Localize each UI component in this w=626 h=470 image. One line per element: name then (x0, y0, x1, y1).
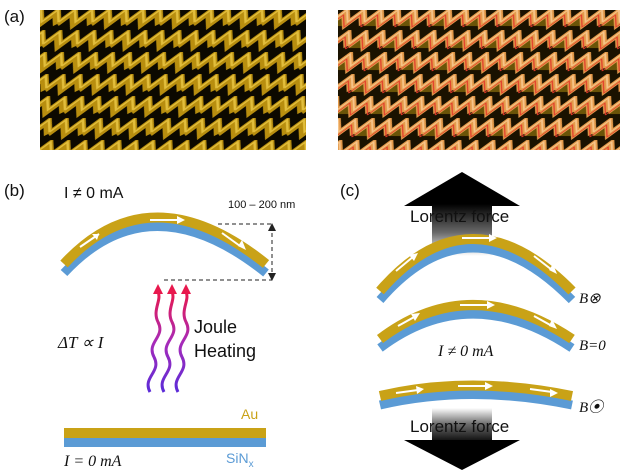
joule-label-line1: Joule (194, 317, 237, 337)
current-arrowheads-c2 (411, 301, 557, 329)
panel-a-label: (a) (4, 7, 25, 26)
delta-t-label: ΔT ∝ I (57, 333, 105, 352)
zigzag-image-heated (338, 10, 620, 150)
au-label: Au (241, 406, 258, 422)
current-arrowheads-c1 (409, 234, 557, 274)
b-into-label: B⊗ (579, 291, 601, 307)
height-range-label: 100 – 200 nm (228, 199, 295, 211)
current-nonzero-label-c: I ≠ 0 mA (437, 343, 494, 360)
sin-label: SiNx (226, 450, 254, 470)
panel-c-label: (c) (340, 181, 360, 200)
lorentz-bottom-label: Lorentz force (410, 417, 509, 436)
bilayer-b-zero (376, 300, 575, 352)
current-arrows-c1 (395, 237, 553, 272)
lorentz-arrow-down (404, 408, 520, 470)
current-arrows-b (79, 216, 246, 250)
height-dimension (164, 223, 276, 281)
current-arrowheads-c3 (416, 382, 558, 397)
current-nonzero-label-b: I ≠ 0 mA (64, 185, 124, 202)
b-out-label: B⦿ (579, 399, 605, 416)
current-arrows-c2 (397, 304, 553, 327)
zigzag-image-unheated (40, 10, 306, 150)
current-zero-label: I = 0 mA (63, 453, 122, 470)
heat-wave-arrowheads (153, 284, 191, 294)
bent-bilayer-b (60, 212, 270, 277)
joule-label-line2: Heating (194, 341, 256, 361)
heat-waves (146, 291, 190, 393)
lorentz-top-label: Lorentz force (410, 207, 509, 226)
bilayer-b-out (378, 380, 574, 410)
bilayer-b-into (376, 234, 576, 304)
current-arrows-c3 (395, 385, 553, 394)
b-zero-label: B=0 (579, 338, 606, 354)
panel-b-label: (b) (4, 181, 25, 200)
flat-bilayer (64, 428, 266, 447)
